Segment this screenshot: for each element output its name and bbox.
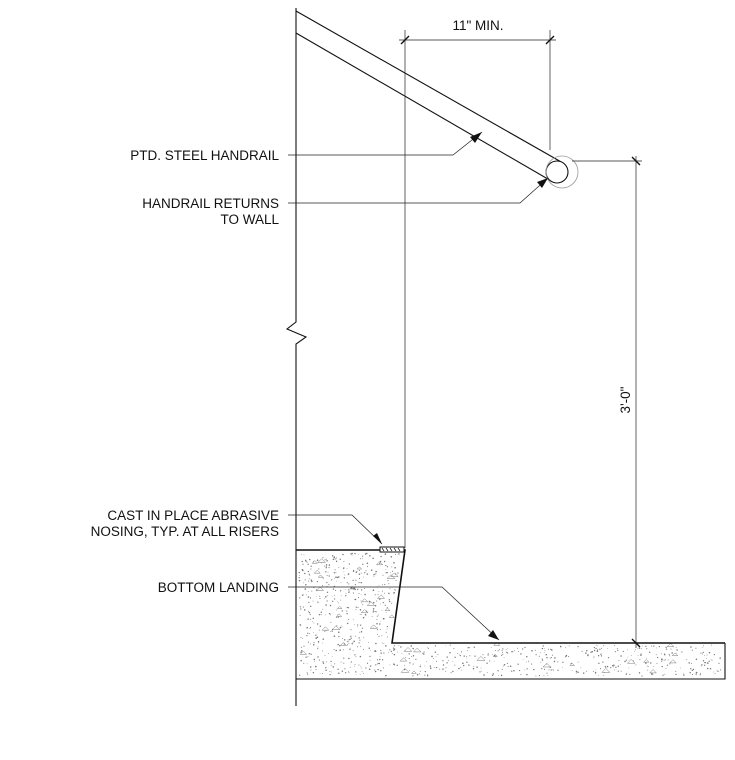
leader-nosing xyxy=(288,514,383,545)
wall-return-bracket xyxy=(545,155,579,189)
landing-bottom-edge xyxy=(296,643,726,680)
dimension-vertical xyxy=(631,156,641,648)
handrail-end-cap xyxy=(545,160,569,184)
wall-line xyxy=(285,8,308,706)
dimension-top-text: 11" MIN. xyxy=(452,18,503,33)
returns-label-line1: HANDRAIL RETURNS xyxy=(142,196,279,211)
handrail-label: PTD. STEEL HANDRAIL xyxy=(130,148,279,163)
bottom-landing-label: BOTTOM LANDING xyxy=(158,580,279,595)
leader-landing xyxy=(288,586,500,641)
abrasive-nosing xyxy=(379,546,405,553)
concrete-section xyxy=(296,550,725,679)
top-step-concrete xyxy=(296,550,725,679)
returns-label-line2: TO WALL xyxy=(220,212,279,227)
dimension-height-text: 3'-0" xyxy=(618,386,633,413)
step-outline xyxy=(296,549,725,644)
nosing-label-line2: NOSING, TYP. AT ALL RISERS xyxy=(91,524,279,539)
steel-handrail xyxy=(295,10,579,189)
leader-handrail xyxy=(288,131,483,156)
dimension-horizontal xyxy=(399,35,556,45)
leader-returns xyxy=(288,177,549,204)
nosing-label-line1: CAST IN PLACE ABRASIVE xyxy=(107,508,279,523)
concrete-speckle-pattern xyxy=(298,552,722,677)
